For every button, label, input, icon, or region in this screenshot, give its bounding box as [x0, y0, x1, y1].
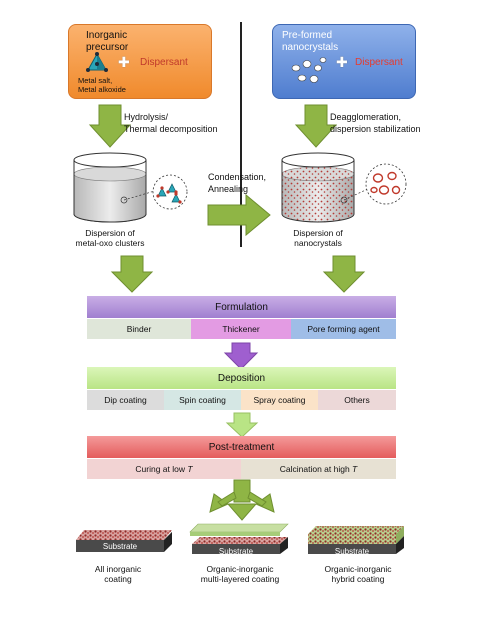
beaker-nanocrystals: [281, 152, 355, 223]
dispersion-left-line1: Dispersion of: [85, 228, 135, 238]
dispersion-right-line2: nanocrystals: [294, 238, 342, 248]
plus-icon-right: ✚: [336, 54, 348, 70]
arrow-down-left-top: [88, 104, 132, 148]
deagglomeration-label: Deagglomeration,: [330, 112, 402, 122]
coating-3-line1: Organic-inorganic: [324, 564, 392, 574]
coating-1-line2: coating: [104, 574, 132, 584]
pre-formed-nanocrystals-box: [272, 24, 416, 99]
deposition-header: Deposition: [87, 367, 396, 389]
dispersion-right-line1: Dispersion of: [293, 228, 343, 238]
post-treatment-header: Post-treatment: [87, 436, 396, 458]
dispersion-stabilization-label: dispersion stabilization: [330, 124, 421, 134]
substrate-label-3: Substrate: [334, 546, 370, 556]
thermal-decomposition-label: Thermal decomposition: [124, 124, 218, 134]
formulation-item-thickener: Thickener: [191, 319, 291, 339]
nanocrystal-zoom-inset: [340, 163, 407, 205]
arrow-down-left-formulation: [110, 255, 154, 293]
calcination-temperature-variable: T: [352, 464, 358, 474]
metal-alkoxide-label: Metal alkoxide: [78, 85, 126, 94]
all-inorganic-coating-slab: [76, 530, 172, 552]
arrow-down-right-formulation: [322, 255, 366, 293]
post-treatment-item-curing: Curing at low T: [87, 459, 241, 479]
dispersant-label-left: Dispersant: [140, 57, 188, 68]
dispersant-label-right: Dispersant: [355, 57, 403, 68]
hydrolysis-label: Hydrolysis/: [124, 112, 169, 122]
arrow-down-to-post-treatment: [225, 412, 259, 438]
annealing-label: Annealing: [208, 184, 249, 194]
three-way-arrow: [209, 479, 275, 521]
formulation-item-pore-forming-agent: Pore forming agent: [291, 319, 396, 339]
nanocrystal-particles-icon: [291, 57, 327, 83]
deposition-item-others: Others: [318, 390, 396, 410]
formulation-header: Formulation: [87, 296, 396, 318]
deposition-item-dip-coating: Dip coating: [87, 390, 164, 410]
deposition-item-spin-coating: Spin coating: [164, 390, 241, 410]
pre-formed-title-line2: nanocrystals: [282, 42, 339, 53]
curing-temperature-variable: T: [187, 464, 193, 474]
condensation-label: Condensation,: [208, 172, 267, 182]
coating-1-line1: All inorganic: [94, 564, 142, 574]
coating-2-line1: Organic-inorganic: [206, 564, 274, 574]
substrate-label-1: Substrate: [102, 542, 138, 551]
curing-label: Curing at low: [135, 464, 188, 474]
arrow-down-right-top: [294, 104, 338, 148]
pre-formed-title-line1: Pre-formed: [282, 30, 333, 41]
vertical-divider: [240, 22, 242, 247]
cluster-zoom-inset: [120, 174, 188, 210]
inorganic-precursor-box: [68, 24, 212, 99]
dispersion-left-line2: metal-oxo clusters: [75, 238, 145, 248]
molecule-icon: [86, 52, 108, 72]
coating-2-line2: multi-layered coating: [200, 574, 280, 584]
multi-layered-coating-slab: [189, 523, 289, 554]
beaker-metal-oxo-clusters: [73, 152, 147, 223]
formulation-item-binder: Binder: [87, 319, 191, 339]
arrow-down-to-deposition: [223, 342, 259, 370]
hybrid-coating-slab: [308, 526, 404, 554]
inorganic-precursor-title-line2: precursor: [86, 42, 129, 53]
coating-3-line2: hybrid coating: [331, 574, 385, 584]
post-treatment-item-calcination: Calcination at high T: [241, 459, 396, 479]
inorganic-precursor-title-line1: Inorganic: [86, 30, 128, 41]
arrow-right-condensation: [207, 193, 271, 237]
calcination-label: Calcination at high: [279, 464, 353, 474]
substrate-label-2: Substrate: [218, 546, 254, 556]
plus-icon: ✚: [118, 54, 130, 70]
metal-salt-label: Metal salt,: [78, 76, 113, 85]
deposition-item-spray-coating: Spray coating: [241, 390, 318, 410]
